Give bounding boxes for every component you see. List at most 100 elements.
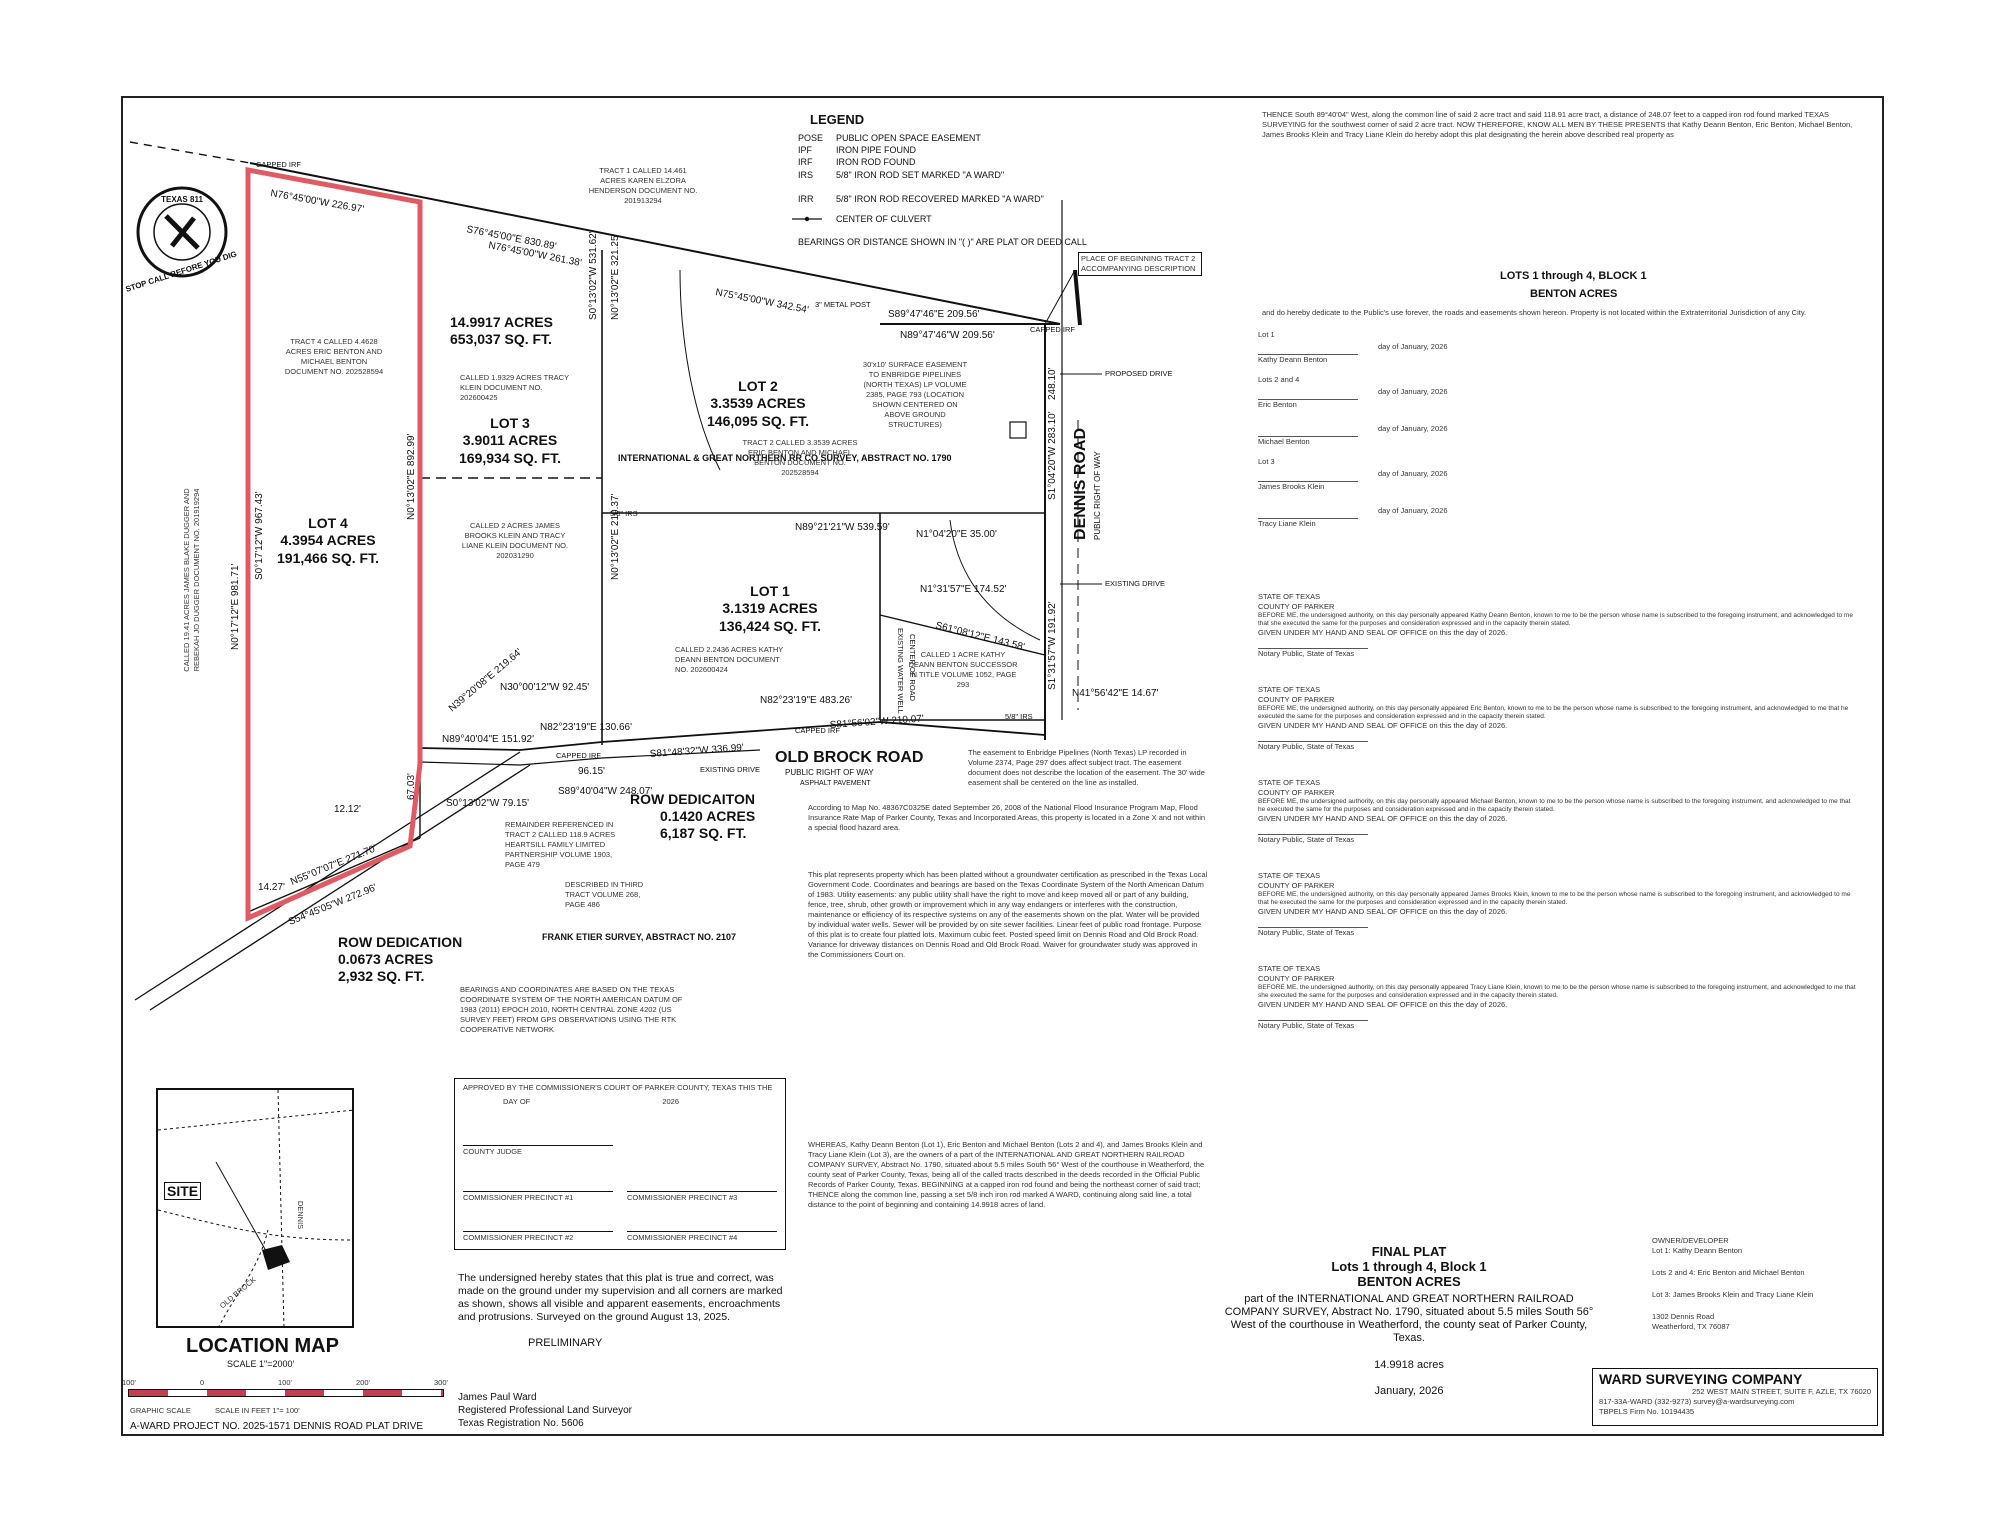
owner-name: Michael Benton [1258, 436, 1358, 447]
notary-signature: Notary Public, State of Texas [1258, 927, 1368, 938]
notary-text: BEFORE ME, the undersigned authority, on… [1258, 798, 1851, 813]
notary-block: STATE OF TEXAS COUNTY OF PARKER BEFORE M… [1258, 964, 1858, 1057]
kathy2-callout: CALLED 1 ACRE KATHY DEANN BENTON SUCCESS… [908, 650, 1018, 689]
owner-date: day of January, 2026 [1378, 469, 1448, 478]
notary-signature: Notary Public, State of Texas [1258, 648, 1368, 659]
owner-signature-row: day of January, 2026 [1258, 492, 1558, 518]
scale-bar [128, 1389, 444, 1397]
owner-name: Eric Benton [1258, 399, 1358, 410]
commissioner-p1-label: COMMISSIONER PRECINCT #1 [463, 1193, 574, 1202]
scale-tick: 300' [434, 1378, 448, 1387]
dedication-text: and do hereby dedicate to the Public's u… [1262, 308, 1807, 317]
title-block: FINAL PLAT Lots 1 through 4, Block 1 BEN… [1218, 1244, 1600, 1397]
tract2-callout: TRACT 2 CALLED 3.3539 ACRES ERIC BENTON … [742, 438, 858, 477]
p3-signature-line [627, 1191, 777, 1192]
scale-tick: 100' [278, 1378, 292, 1387]
location-map-drawing [158, 1090, 352, 1326]
map-road [158, 1209, 352, 1241]
graphic-scale: 100' 0 100' 200' 300' [122, 1378, 448, 1400]
owner-lot: Lots 2 and 4 [1258, 375, 1300, 384]
commissioners-heading: APPROVED BY THE COMMISSIONER'S COURT OF … [463, 1083, 773, 1092]
certification-text: The undersigned hereby states that this … [458, 1272, 783, 1323]
company-firm: TBPELS Firm No. 10194435 [1599, 1407, 1695, 1416]
owner-developer: OWNER/DEVELOPER Lot 1: Kathy Deann Bento… [1652, 1236, 1872, 1332]
project-number: A-WARD PROJECT NO. 2025-1571 DENNIS ROAD… [130, 1421, 424, 1432]
commissioners-day-row: DAY OF 2026 [463, 1097, 777, 1107]
company-name: WARD SURVEYING COMPANY [1599, 1371, 1803, 1387]
pob-callout: PLACE OF BEGINNING TRACT 2 ACCOMPANYING … [1078, 252, 1202, 276]
map-road [218, 1229, 269, 1326]
notary-signature: Notary Public, State of Texas [1258, 1020, 1368, 1031]
commissioner-p3-label: COMMISSIONER PRECINCT #3 [627, 1193, 738, 1202]
notary-state: STATE OF TEXAS [1258, 592, 1321, 601]
tract1-callout: TRACT 1 CALLED 14.461 ACRES KAREN ELZORA… [588, 166, 698, 205]
surveyor-name: James Paul Ward [458, 1392, 537, 1403]
owner-statement: THENCE South 89°40'04" West, along the c… [1262, 110, 1853, 139]
title-description: part of the INTERNATIONAL AND GREAT NORT… [1224, 1293, 1594, 1344]
notary-text: BEFORE ME, the undersigned authority, on… [1258, 984, 1856, 999]
title-acres: 14.9918 acres [1374, 1359, 1444, 1371]
graphic-scale-label: GRAPHIC SCALE [130, 1406, 191, 1415]
dedication-title: LOTS 1 through 4, BLOCK 1 [1500, 270, 1647, 282]
preliminary-label: PRELIMINARY [528, 1337, 603, 1349]
klein2-callout: CALLED 2 ACRES JAMES BROOKS KLEIN AND TR… [461, 521, 569, 560]
notary-seal: GIVEN UNDER MY HAND AND SEAL OF OFFICE o… [1258, 721, 1508, 730]
notary-signature: Notary Public, State of Texas [1258, 834, 1368, 845]
p4-signature-line [627, 1231, 777, 1232]
owner-developer-heading: OWNER/DEVELOPER [1652, 1236, 1729, 1245]
owner-developer-line: Lot 3: James Brooks Klein and Tracy Lian… [1652, 1290, 1814, 1299]
owner-date: day of January, 2026 [1378, 342, 1448, 351]
notary-county: COUNTY OF PARKER [1258, 602, 1335, 611]
notary-signature: Notary Public, State of Texas [1258, 741, 1368, 752]
west-callout: CALLED 19.41 ACRES JAMES BLAKE DUGGER AN… [182, 488, 201, 672]
notary-seal: GIVEN UNDER MY HAND AND SEAL OF OFFICE o… [1258, 1000, 1508, 1009]
notary-text: BEFORE ME, the undersigned authority, on… [1258, 612, 1853, 627]
company-phone: 817-33A-WARD (332-9273) survey@a-wardsur… [1599, 1397, 1795, 1406]
owner-name: James Brooks Klein [1258, 481, 1358, 492]
dedication-subtitle: BENTON ACRES [1530, 288, 1618, 300]
plat-sheet [121, 96, 1884, 1436]
p2-signature-line [463, 1231, 613, 1232]
third-tract-callout: DESCRIBED IN THIRD TRACT VOLUME 268, PAG… [565, 880, 644, 909]
location-map-title: LOCATION MAP [186, 1335, 339, 1357]
commissioners-box: APPROVED BY THE COMMISSIONER'S COURT OF … [454, 1078, 786, 1250]
owner-name: Tracy Liane Klein [1258, 518, 1358, 529]
surveyor-registration: Texas Registration No. 5606 [458, 1418, 584, 1429]
notary-text: BEFORE ME, the undersigned authority, on… [1258, 891, 1851, 906]
owner-signature-row: day of January, 2026 [1258, 410, 1558, 436]
notary-seal: GIVEN UNDER MY HAND AND SEAL OF OFFICE o… [1258, 628, 1508, 637]
coord-note-block: BEARINGS AND COORDINATES ARE BASED ON TH… [460, 985, 683, 1034]
notary-county: COUNTY OF PARKER [1258, 788, 1335, 797]
owner-developer-line: Weatherford, TX 76087 [1652, 1322, 1730, 1331]
map-road-label: DENNIS [296, 1200, 306, 1230]
notary-block: STATE OF TEXAS COUNTY OF PARKER BEFORE M… [1258, 685, 1858, 778]
notary-block: STATE OF TEXAS COUNTY OF PARKER BEFORE M… [1258, 592, 1858, 685]
easement-callout: 30'x10' SURFACE EASEMENT TO ENBRIDGE PIP… [862, 360, 968, 429]
title-final-plat: FINAL PLAT [1371, 1244, 1447, 1259]
notary-state: STATE OF TEXAS [1258, 685, 1321, 694]
plat-notes: This plat represents property which has … [808, 870, 1208, 959]
tract4-callout: TRACT 4 CALLED 4.4628 ACRES ERIC BENTON … [284, 337, 384, 376]
legal-description: WHEREAS, Kathy Deann Benton (Lot 1), Eri… [808, 1140, 1205, 1209]
commissioners-year: 2026 [662, 1097, 680, 1106]
flood-note: According to Map No. 48367C0325E dated S… [808, 803, 1206, 832]
graphic-scale-unit: SCALE IN FEET 1"= 100' [215, 1406, 300, 1415]
site-leader [215, 1161, 271, 1259]
notary-county: COUNTY OF PARKER [1258, 695, 1335, 704]
location-map-scale: SCALE 1"=2000' [227, 1359, 295, 1369]
title-lots: Lots 1 through 4, Block 1 [1331, 1259, 1487, 1274]
commissioner-p4-label: COMMISSIONER PRECINCT #4 [627, 1233, 738, 1242]
site-marker [262, 1245, 290, 1270]
notary-state: STATE OF TEXAS [1258, 778, 1321, 787]
owner-developer-line: 1302 Dennis Road [1652, 1312, 1715, 1321]
p1-signature-line [463, 1191, 613, 1192]
county-judge-label: COUNTY JUDGE [463, 1147, 523, 1156]
title-date: January, 2026 [1374, 1385, 1444, 1397]
company-block: WARD SURVEYING COMPANY 252 WEST MAIN STR… [1592, 1368, 1878, 1426]
notary-state: STATE OF TEXAS [1258, 964, 1321, 973]
easement-note: The easement to Enbridge Pipelines (Nort… [968, 748, 1205, 787]
scale-tick: 0 [200, 1378, 205, 1387]
commissioner-p2-label: COMMISSIONER PRECINCT #2 [463, 1233, 574, 1242]
judge-signature-line [463, 1145, 613, 1146]
title-subdivision: BENTON ACRES [1357, 1274, 1461, 1289]
